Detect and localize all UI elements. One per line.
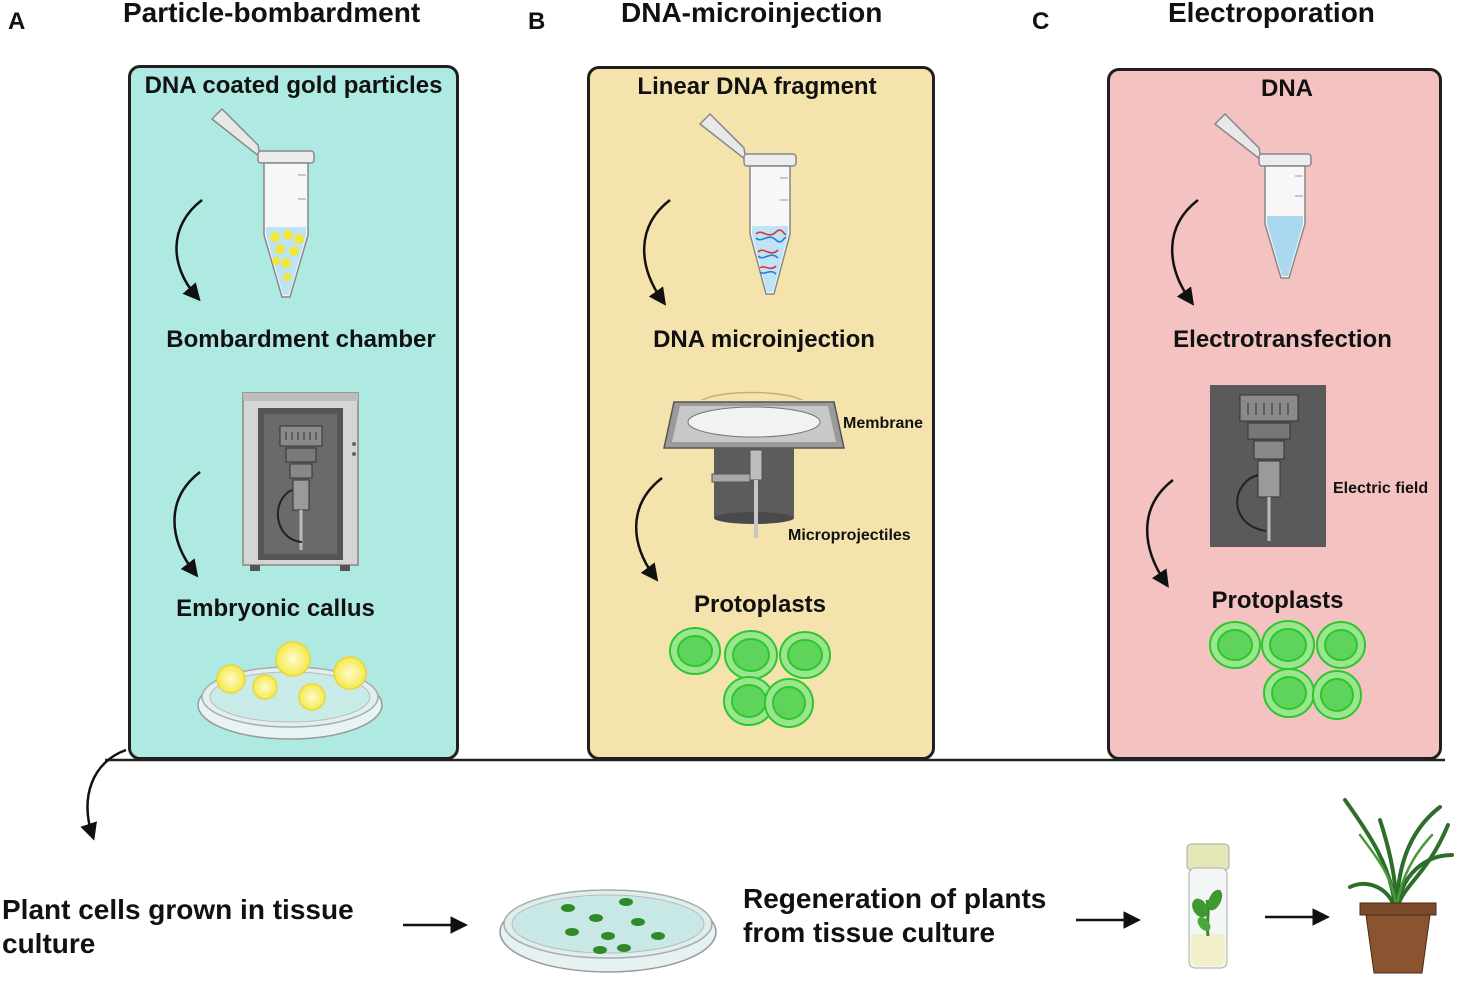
curved-arrow-icon [635,477,663,582]
curved-arrow-icon [1146,479,1174,588]
tube-icon [1213,112,1312,279]
bottom-step-2: Regeneration of plants from tissue cultu… [743,883,1047,948]
curved-arrow-icon [173,471,201,578]
panel-a-letter: A [8,8,26,35]
panel-c-letter: C [1032,8,1050,35]
panel-b-step-1: Linear DNA fragment [637,73,877,100]
culture-tube-icon [1186,843,1230,969]
panel-b-step-2: DNA microinjection [653,326,875,353]
right-arrow-icon [1076,911,1141,929]
panel-c-step-1: DNA [1261,75,1313,102]
curved-arrow-icon [1171,199,1199,306]
right-arrow-icon [1265,908,1330,926]
microinjection-device-icon [663,391,845,538]
right-arrow-icon [403,916,468,934]
panel-c-title: Electroporation [1168,0,1375,28]
panel-a-step-3: Embryonic callus [176,595,375,622]
potted-plant-icon [1343,798,1454,974]
petri-dish-icon [197,641,383,740]
panel-b-letter: B [528,8,546,35]
curved-arrow-icon [643,199,671,306]
panel-a-step-1: DNA coated gold particles [144,72,443,99]
microprojectiles-label: Microprojectiles [788,527,911,544]
electric-field-label: Electric field [1333,480,1429,497]
curved-arrow-icon [80,748,127,841]
bombardment-chamber-icon [242,392,359,571]
protoplast-icon [1209,620,1366,720]
panel-c-step-3: Protoplasts [1211,587,1344,614]
protoplast-icon [669,627,831,728]
tube-icon [210,107,315,298]
curved-arrow-icon [175,199,203,302]
tube-icon [698,112,797,295]
panel-a-step-2: Bombardment chamber [166,326,436,353]
electroporator-icon [1210,385,1326,547]
panel-a-title: Particle-bombardment [123,0,421,28]
petri-dish-icon [499,889,717,973]
membrane-label: Membrane [843,415,924,432]
panel-c-step-2: Electrotransfection [1173,326,1392,353]
panel-b-title: DNA-microinjection [621,0,883,28]
bottom-step-1: Plant cells grown in tissue culture [2,894,354,959]
panel-b-step-3: Protoplasts [693,591,827,618]
